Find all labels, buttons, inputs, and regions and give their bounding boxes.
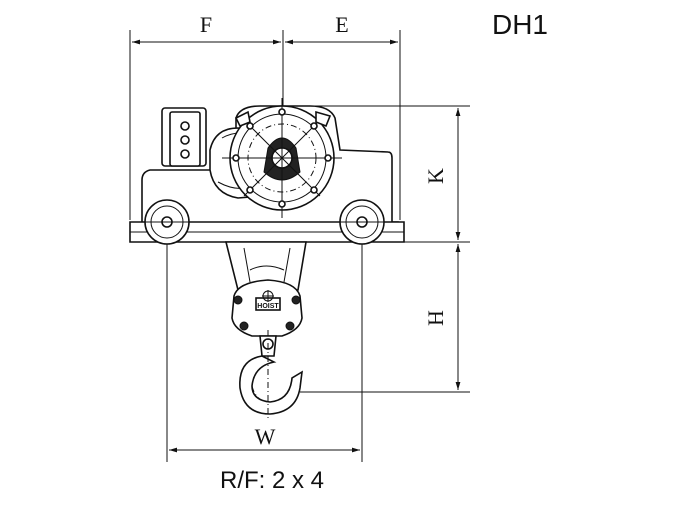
dimension-label-e: E: [335, 12, 348, 37]
dimension-w: [166, 240, 363, 462]
nameplate-label: HOIST: [257, 303, 279, 310]
rope-hanger: [224, 241, 307, 291]
dimension-label-k: K: [423, 168, 448, 184]
trolley-wheel-right: [339, 199, 385, 245]
model-title: DH1: [492, 9, 548, 40]
dimension-label-w: W: [255, 424, 276, 449]
reeving-ratio-label: R/F: 2 x 4: [220, 467, 324, 494]
hook-block: [231, 279, 303, 337]
dimension-f-e: [129, 30, 401, 220]
trolley-wheel-left: [144, 199, 190, 245]
dimension-label-f: F: [200, 12, 212, 37]
hoist-trolley: [129, 98, 405, 243]
hook: [239, 330, 303, 420]
dimension-label-h: H: [423, 310, 448, 326]
